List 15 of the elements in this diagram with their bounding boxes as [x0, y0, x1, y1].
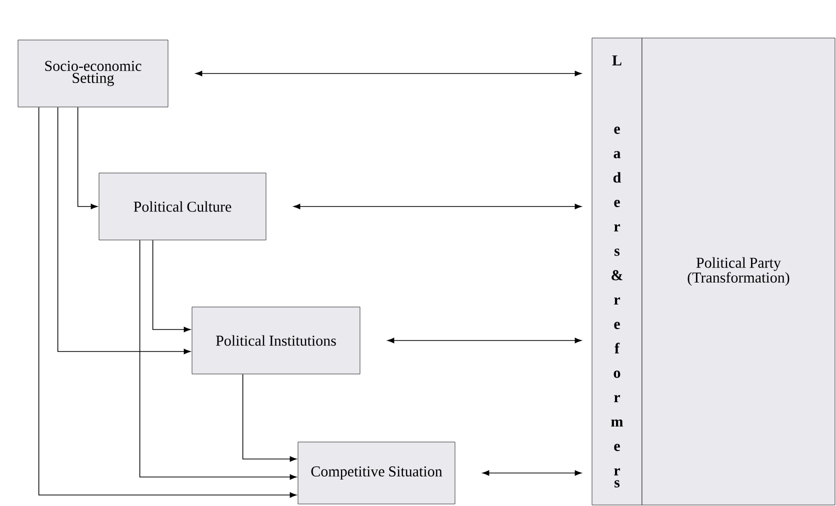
elbow-arrow	[139, 240, 297, 480]
process-box: Political Institutions	[192, 306, 360, 374]
elbow-arrow	[77, 106, 98, 210]
process-box: Competitive Situation	[298, 442, 456, 504]
process-box: Socio-economic Setting	[18, 40, 168, 108]
double-arrow	[195, 70, 582, 76]
double-arrow	[482, 470, 582, 476]
double-arrow	[387, 338, 582, 344]
elbow-arrow	[242, 374, 297, 462]
double-arrow	[293, 204, 582, 210]
process-box: Political Culture	[98, 172, 266, 240]
vertical-label-column: Leaders&reformers	[592, 38, 642, 506]
elbow-arrow	[57, 106, 191, 354]
elbow-arrow	[38, 106, 297, 498]
elbow-arrow	[152, 240, 191, 332]
